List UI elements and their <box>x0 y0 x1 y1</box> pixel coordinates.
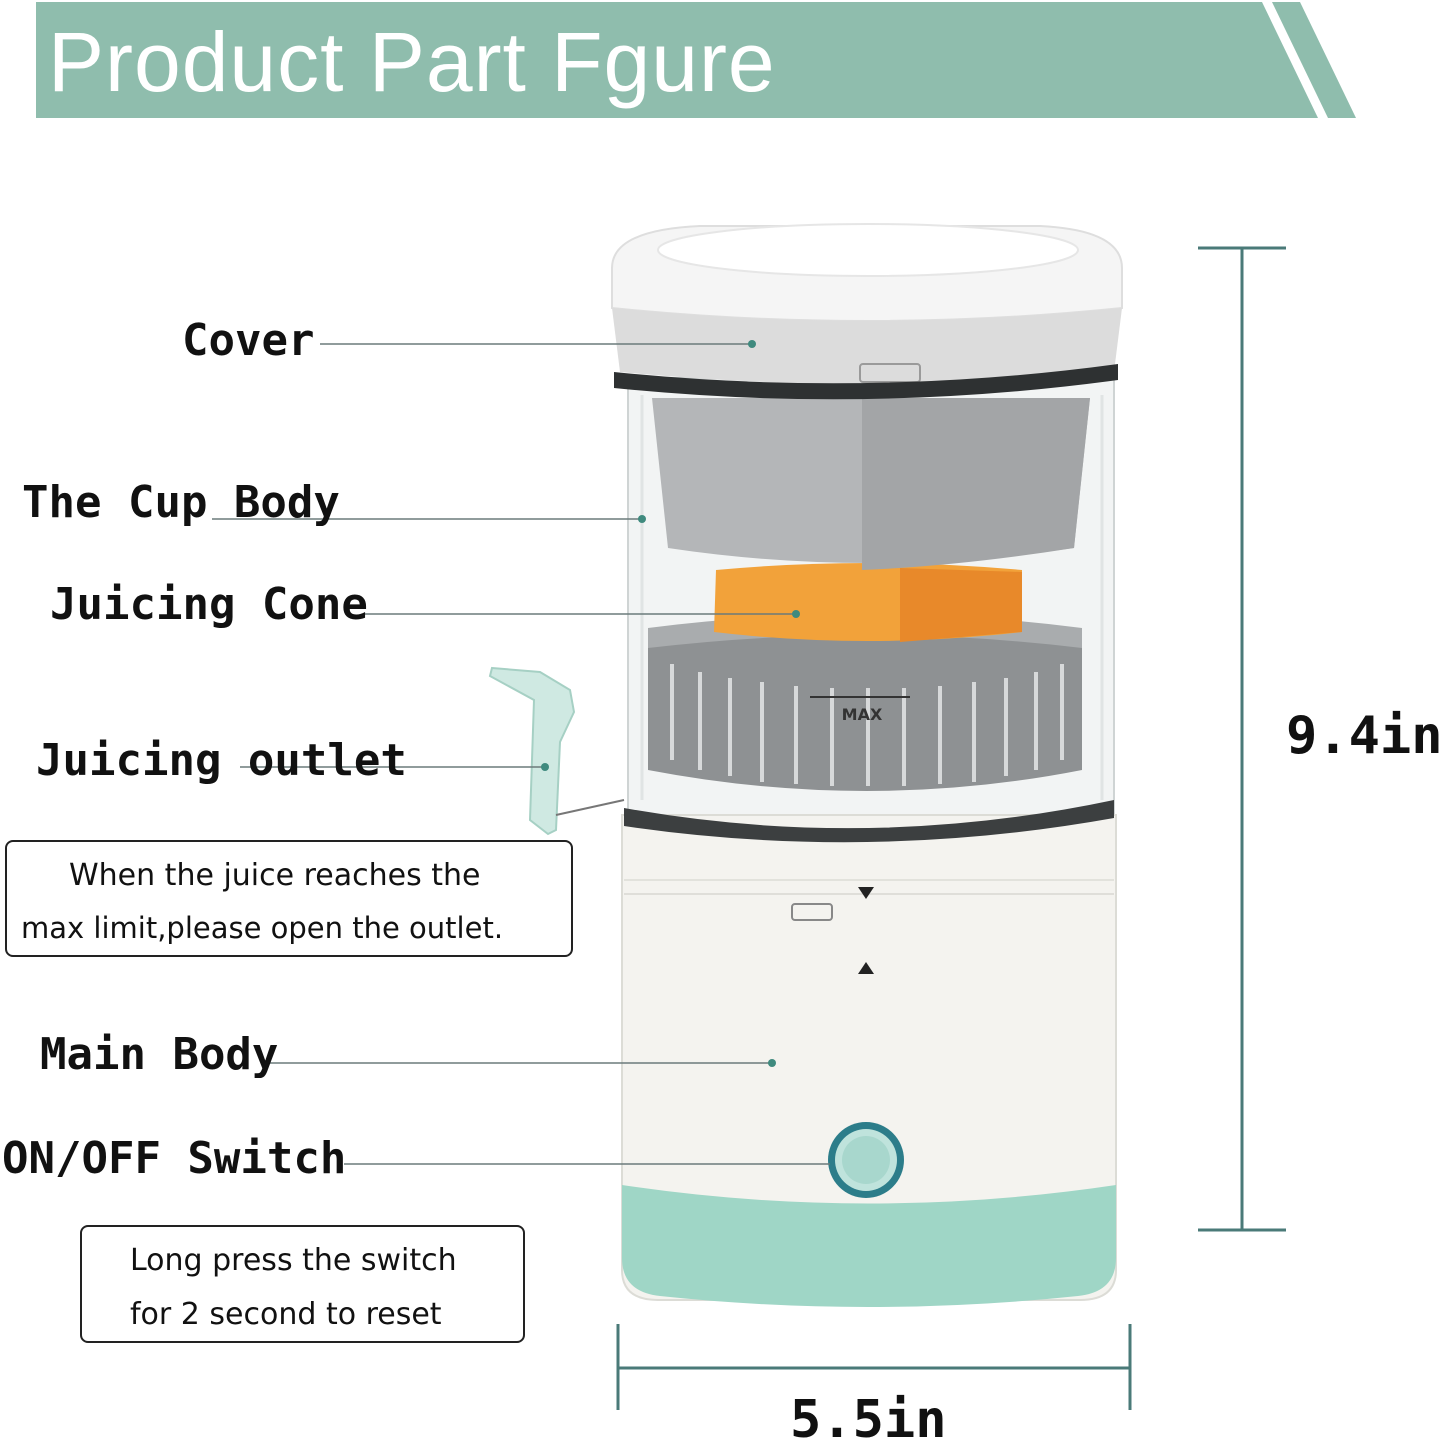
label-main-body: Main Body <box>40 1029 279 1080</box>
label-juicing-cone: Juicing Cone <box>50 579 368 630</box>
cover-lock-icon <box>859 363 921 383</box>
note-reset-line-2: for 2 second to reset <box>130 1297 442 1332</box>
width-dimension-label: 5.5in <box>790 1390 947 1450</box>
arrow-down-icon <box>858 887 874 899</box>
title-banner <box>36 2 1318 118</box>
height-dimension-label: 9.4in <box>1286 706 1443 766</box>
height-dimension-line <box>1198 246 1286 1232</box>
label-juicing-outlet: Juicing outlet <box>36 735 407 786</box>
note-reset: Long press the switch for 2 second to re… <box>80 1225 525 1343</box>
lock-icon <box>791 903 833 921</box>
label-on-off-switch: ON/OFF Switch <box>2 1133 347 1184</box>
note-outlet-line-2: max limit,please open the outlet. <box>21 911 504 945</box>
note-outlet: When the juice reaches the max limit,ple… <box>5 840 573 957</box>
note-outlet-line-1: When the juice reaches the <box>69 858 481 893</box>
note-reset-line-1: Long press the switch <box>130 1243 457 1278</box>
juicer-illustration: MAX <box>488 223 1123 1307</box>
max-mark: MAX <box>842 705 883 724</box>
label-cover: Cover <box>182 315 315 366</box>
banner-title: Product Part Fgure <box>48 15 776 109</box>
width-dimension-line <box>616 1324 1132 1410</box>
label-cup-body: The Cup Body <box>22 477 340 528</box>
arrow-up-icon <box>858 962 874 974</box>
banner-accent-stripe <box>1272 2 1356 118</box>
leader-lines <box>212 343 830 1165</box>
